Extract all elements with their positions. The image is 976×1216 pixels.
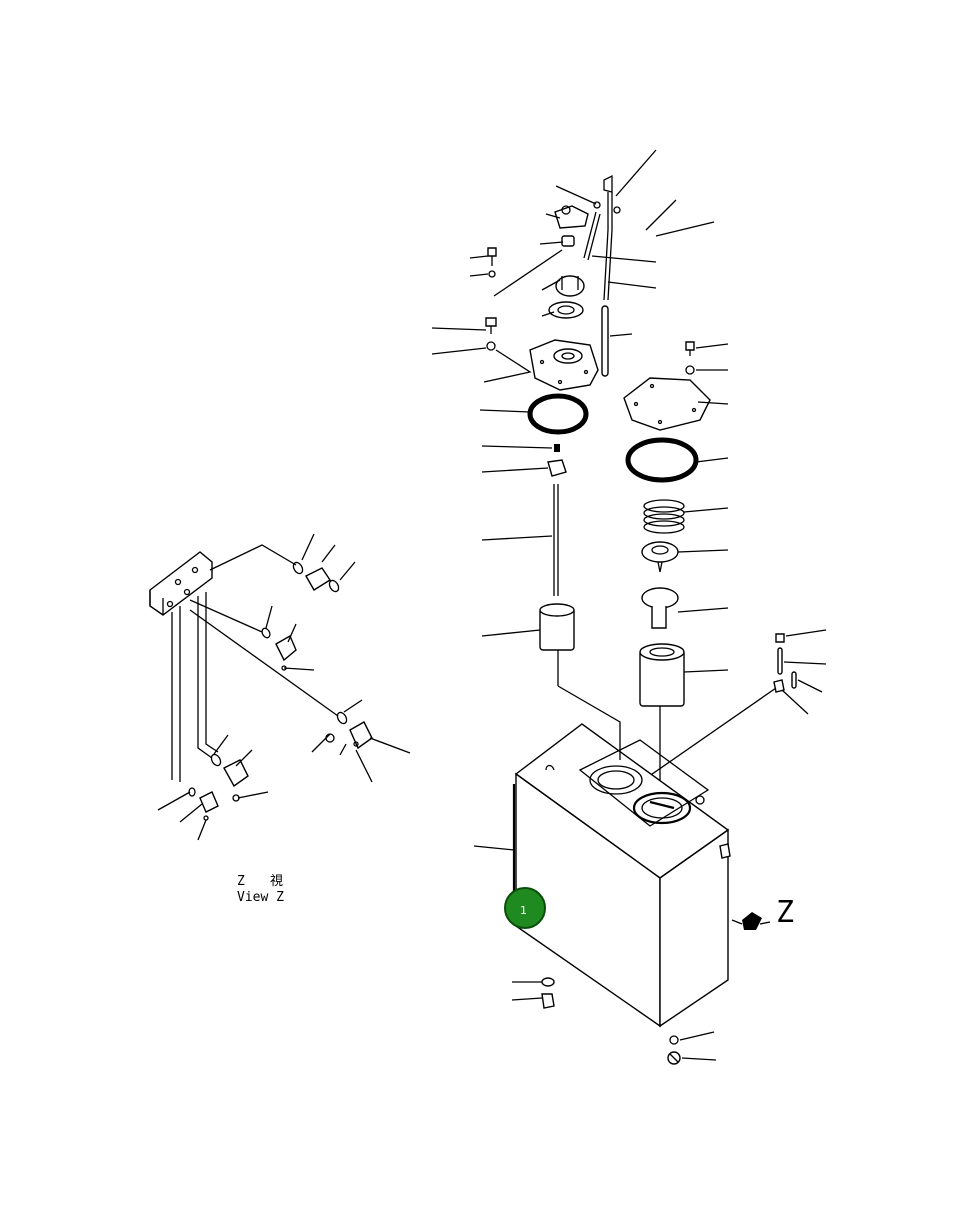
hydraulic-tank xyxy=(473,650,731,1065)
view-z-label-line1-right: 視 xyxy=(270,874,283,889)
callout-1-circle[interactable] xyxy=(504,887,546,929)
callout-1[interactable]: 1 xyxy=(504,887,546,929)
view-z-label-line2: View Z xyxy=(237,890,284,905)
view-z-piping xyxy=(149,533,411,841)
view-z-label-line1-left: Z xyxy=(237,874,245,889)
drain-fittings xyxy=(631,629,827,789)
callout-1-number[interactable]: 1 xyxy=(520,904,527,917)
breather-assembly xyxy=(431,149,715,651)
view-z-marker: Z xyxy=(731,895,794,930)
view-z-marker-letter: Z xyxy=(776,895,794,930)
filter-assembly xyxy=(623,341,729,790)
